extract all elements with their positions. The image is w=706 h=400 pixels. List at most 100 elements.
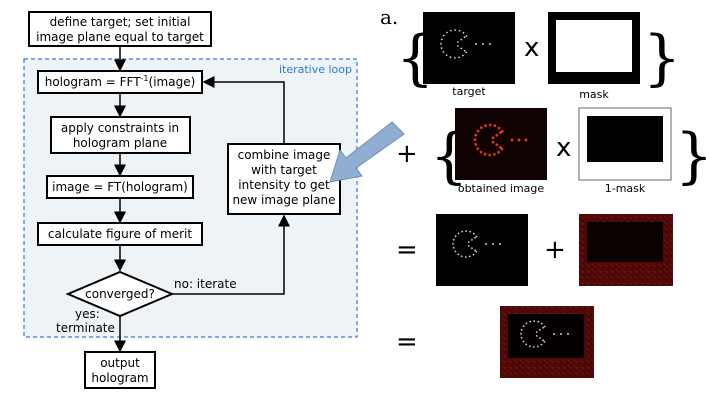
pellet-dot: [485, 243, 487, 245]
output-hologram-box: [84, 351, 156, 389]
pacman-dot: [542, 339, 544, 342]
equals-row4: =: [396, 327, 418, 357]
pacman-dot: [462, 54, 464, 57]
brace-close-row2: }: [675, 121, 706, 191]
inverse-mask-caption: 1-mask: [605, 182, 646, 195]
pacman-dot: [468, 255, 471, 258]
pacman-dot: [452, 246, 455, 249]
mask-caption: mask: [579, 88, 609, 101]
pacman-dot: [495, 143, 499, 147]
pacman-dot: [491, 140, 495, 144]
pellet-dot: [517, 138, 521, 142]
pacman-dot: [458, 56, 460, 59]
plus-row3: +: [544, 235, 566, 265]
pacman-dot: [453, 57, 456, 59]
pacman-dot: [529, 320, 532, 323]
combine-line2: with target: [251, 163, 317, 177]
pacman-dot: [471, 247, 473, 250]
obtained-image: [455, 108, 547, 180]
pacman-dot: [440, 42, 442, 45]
pacman-dot: [537, 320, 540, 323]
highlight-arrow: [329, 121, 405, 183]
pacman-dot: [525, 343, 528, 346]
pacman-dot: [542, 326, 544, 329]
pacman-dot: [522, 340, 525, 343]
pacman-dot: [520, 332, 522, 335]
pellet-dot: [560, 333, 562, 335]
apply-constraints-line2: hologram plane: [73, 136, 167, 150]
pacman-dot: [488, 123, 492, 127]
pacman-dot: [493, 124, 497, 128]
pellet-dot: [482, 43, 484, 45]
pacman-dot: [499, 145, 502, 149]
inverse-mask-block: [587, 116, 663, 162]
pellet-dot: [499, 243, 501, 245]
pacman-dot: [469, 230, 472, 233]
obtained-pacman: [473, 123, 528, 157]
pacman-dot: [522, 325, 525, 328]
pacman-dot: [463, 49, 466, 52]
target-image: [423, 12, 515, 84]
pellet-dot: [567, 333, 569, 335]
pacman-dot: [467, 241, 470, 244]
times-row1: x: [524, 33, 539, 63]
pacman-dot: [454, 235, 457, 238]
pacman-dot: [535, 331, 538, 333]
obtained-caption: obtained image: [458, 182, 545, 195]
arrow-combine-to-fft: [202, 76, 285, 144]
iterative-loop-label: iterative loop: [279, 63, 352, 76]
pacman-dot: [467, 245, 470, 247]
output-line2: hologram: [91, 371, 148, 385]
pacman-dot: [474, 236, 476, 239]
pacman-dot: [539, 329, 541, 331]
pacman-dot: [442, 51, 445, 53]
pacman-dot: [460, 47, 463, 50]
pacman-dot: [473, 138, 477, 142]
pacman-dot: [463, 36, 466, 39]
panel-label: a.: [380, 5, 398, 29]
pacman-dot: [491, 136, 495, 140]
plus-row2: +: [396, 139, 418, 169]
combine-line4: new image plane: [232, 193, 335, 207]
pellet-dot: [492, 243, 494, 245]
pacman-dot: [476, 129, 480, 133]
pacman-dot: [476, 147, 480, 151]
pacman-dot: [495, 133, 499, 137]
pacman-dot: [457, 253, 460, 256]
pacman-dot: [452, 242, 454, 245]
pacman-dot: [465, 230, 468, 232]
pacman-dot: [475, 250, 478, 253]
pacman-dot: [440, 38, 443, 41]
pacman-dot: [483, 152, 487, 156]
apply-constraints-box: [50, 116, 191, 154]
pacman-dot: [536, 345, 539, 348]
combine-line1: combine image: [238, 148, 331, 162]
output-line1: output: [100, 356, 140, 370]
pacman-dot: [543, 340, 546, 343]
pacman-dot: [449, 56, 452, 59]
pacman-dot: [528, 345, 531, 348]
hologram-fft-text: hologram = FFT-1(image): [45, 74, 196, 89]
pacman-dot: [520, 336, 523, 339]
equals-row3: =: [396, 235, 418, 265]
pacman-dot: [454, 250, 457, 253]
define-target-box: [28, 11, 212, 47]
pacman-dot: [462, 31, 465, 34]
combine-line3: intensity to get: [238, 178, 330, 192]
pacman-dot: [484, 124, 487, 128]
pacman-dot: [493, 152, 496, 156]
brace-close-row1: }: [643, 23, 681, 93]
pacman-dot: [533, 320, 536, 322]
pacman-dot: [497, 150, 500, 154]
define-target-line2: image plane equal to target: [36, 30, 204, 44]
pacman-dot: [525, 322, 528, 325]
pacman-dot: [440, 47, 443, 49]
pacman-dot: [461, 230, 464, 233]
pacman-dot: [472, 253, 475, 256]
pacman-dot: [475, 235, 478, 238]
pacman-dot: [479, 150, 483, 154]
pacman-dot: [452, 238, 455, 241]
pacman-dot: [499, 131, 502, 135]
pacman-dot: [465, 35, 468, 37]
